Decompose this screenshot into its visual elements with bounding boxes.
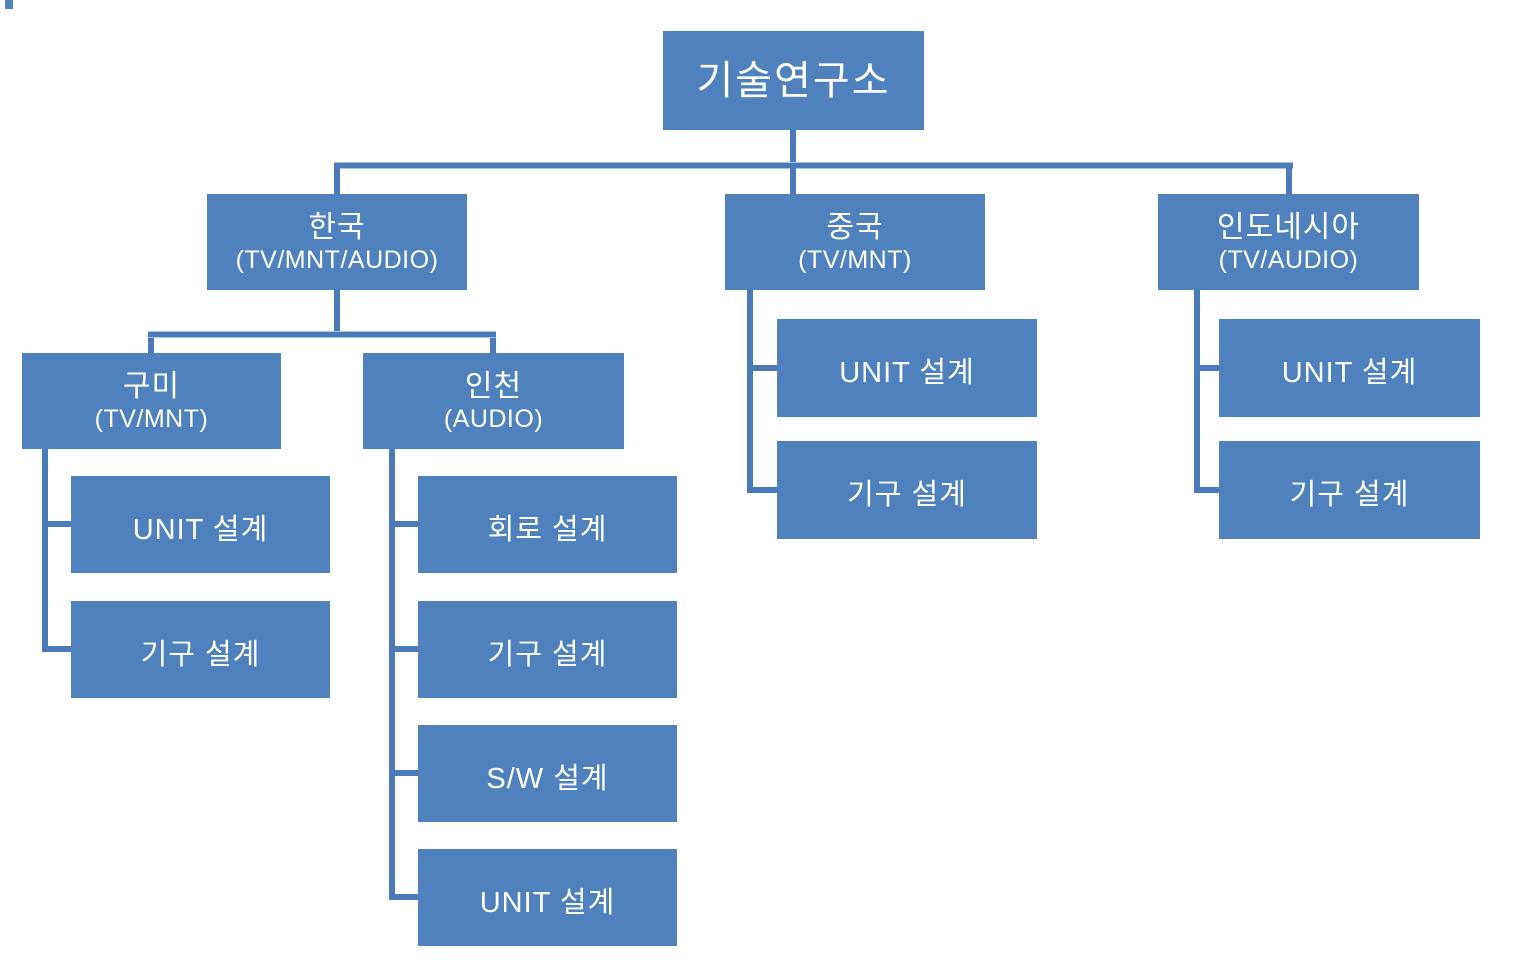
node-label: 기구 설계 <box>847 479 967 511</box>
connector-level1-trunk <box>334 162 1293 169</box>
node-label: UNIT 설계 <box>1281 357 1418 389</box>
connector-indonesia-elbow <box>1194 290 1200 493</box>
node-incheon: 인천 (AUDIO) <box>363 353 624 449</box>
node-gumi-mechanism-design: 기구 설계 <box>71 601 330 698</box>
connector-drop-korea <box>334 168 340 194</box>
connector-stub-gumi-unit <box>42 521 71 527</box>
node-label: 기구 설계 <box>140 638 261 671</box>
connector-incheon-elbow <box>389 449 395 900</box>
node-research-institute: 기술연구소 <box>663 31 924 130</box>
node-china-mechanism-design: 기구 설계 <box>777 441 1037 539</box>
node-china: 중국 (TV/MNT) <box>725 194 985 290</box>
node-incheon-sw-design: S/W 설계 <box>418 725 677 822</box>
node-label: UNIT 설계 <box>132 513 269 546</box>
node-subtitle: (TV/AUDIO) <box>1218 245 1359 274</box>
connector-drop-incheon <box>490 338 496 354</box>
connector-gumi-elbow <box>42 449 48 652</box>
node-title: 구미 <box>122 369 181 403</box>
slide-accent-square <box>5 0 13 9</box>
connector-root-stem <box>790 130 796 166</box>
node-korea: 한국 (TV/MNT/AUDIO) <box>207 194 467 290</box>
node-indonesia-mechanism-design: 기구 설계 <box>1219 441 1480 539</box>
node-china-unit-design: UNIT 설계 <box>777 319 1037 417</box>
node-label: 기구 설계 <box>487 638 608 671</box>
connector-stub-incheon-mechanism <box>389 646 418 652</box>
node-indonesia-unit-design: UNIT 설계 <box>1219 319 1480 417</box>
node-title: 기술연구소 <box>696 58 891 103</box>
connector-drop-china <box>790 168 796 194</box>
connector-stub-incheon-circuit <box>389 521 418 527</box>
node-title: 중국 <box>826 210 884 244</box>
node-subtitle: (TV/MNT) <box>94 404 209 433</box>
connector-stub-incheon-sw <box>389 770 418 776</box>
connector-stub-indonesia-unit <box>1194 365 1222 371</box>
node-subtitle: (TV/MNT/AUDIO) <box>235 245 439 274</box>
connector-stub-indonesia-mechanism <box>1194 487 1222 493</box>
node-gumi: 구미 (TV/MNT) <box>22 353 281 449</box>
node-title: 인천 <box>464 369 523 403</box>
node-subtitle: (AUDIO) <box>443 404 544 433</box>
node-title: 한국 <box>308 210 366 244</box>
node-incheon-circuit-design: 회로 설계 <box>418 476 677 573</box>
node-subtitle: (TV/MNT) <box>798 245 912 274</box>
node-label: UNIT 설계 <box>479 886 616 919</box>
node-label: S/W 설계 <box>486 762 609 795</box>
connector-drop-indonesia <box>1286 168 1292 194</box>
node-title: 인도네시아 <box>1217 210 1360 244</box>
connector-stub-china-unit <box>747 365 781 371</box>
node-gumi-unit-design: UNIT 설계 <box>71 476 330 573</box>
node-label: 회로 설계 <box>487 513 608 546</box>
connector-drop-gumi <box>148 338 154 354</box>
connector-korea-bracket <box>148 331 496 338</box>
connector-china-elbow <box>747 290 753 493</box>
connector-stub-gumi-mechanism <box>42 646 71 652</box>
connector-korea-stem <box>334 290 340 333</box>
connector-stub-incheon-unit <box>389 894 418 900</box>
connector-stub-china-mechanism <box>747 487 781 493</box>
node-indonesia: 인도네시아 (TV/AUDIO) <box>1158 194 1419 290</box>
node-incheon-mechanism-design: 기구 설계 <box>418 601 677 698</box>
node-incheon-unit-design: UNIT 설계 <box>418 849 677 946</box>
node-label: UNIT 설계 <box>839 357 975 389</box>
node-label: 기구 설계 <box>1289 479 1410 511</box>
